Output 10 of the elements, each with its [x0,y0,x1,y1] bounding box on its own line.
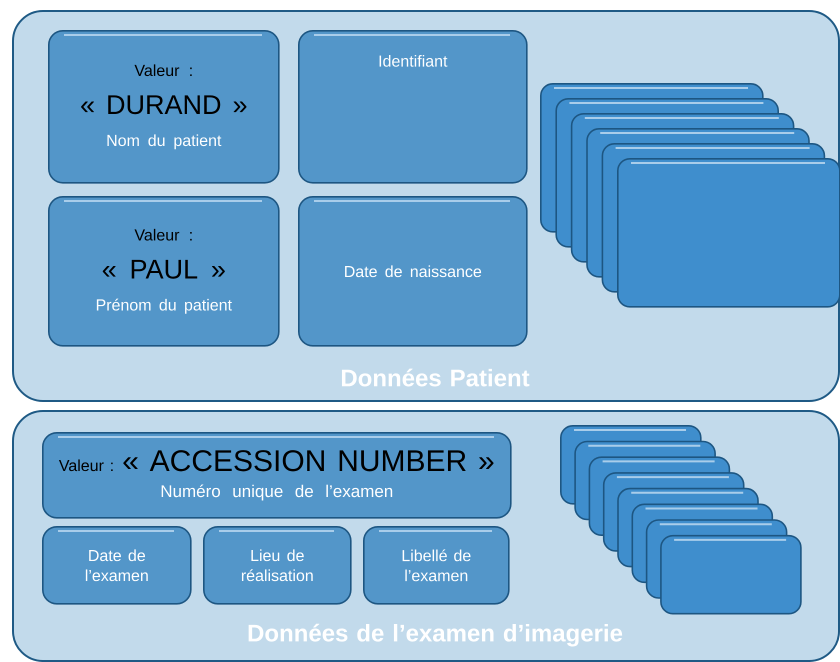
stacked-card [660,534,802,614]
stacked-card [617,158,840,308]
field-box: Lieu de réalisation [203,526,352,605]
field-box: Date de l’examen [42,526,192,605]
field-box: Libellé de l’examen [363,526,510,605]
field-box: Valeur : « ACCESSION NUMBER » Numéro unique de l’examen [42,432,512,519]
field-box: Date de naissance [298,196,528,347]
field-box: Valeur : « PAUL » Prénom du patient [48,196,280,347]
field-box: Identifiant [298,30,528,184]
field-box: Valeur : « DURAND » Nom du patient [48,30,280,184]
